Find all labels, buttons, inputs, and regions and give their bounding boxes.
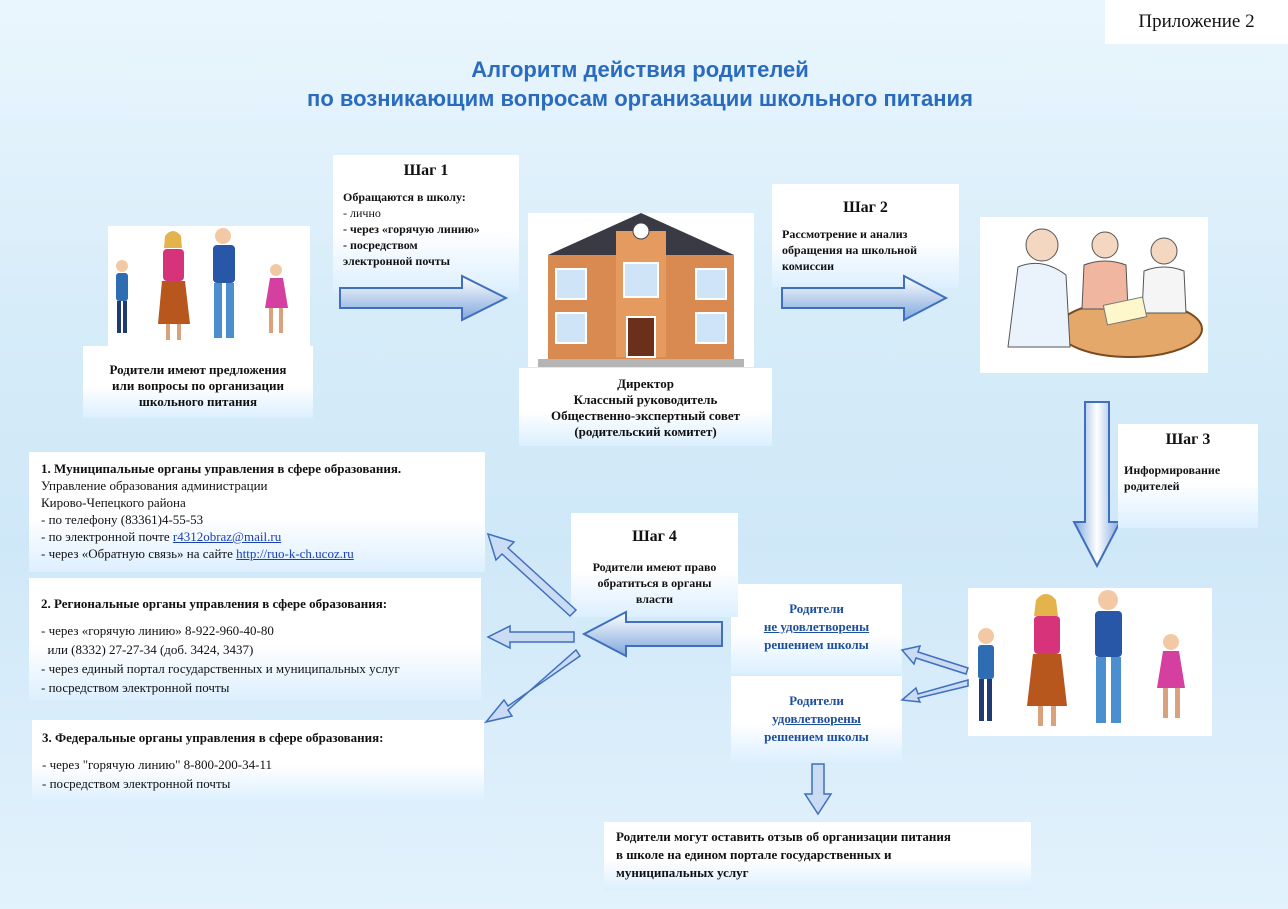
step3-line-1: Информирование — [1124, 463, 1221, 477]
regional-box: 2. Региональные органы управления в сфер… — [29, 578, 481, 700]
regional-line-4: - посредством электронной почты — [41, 680, 230, 695]
step4-line-2: обратиться в органы — [597, 576, 712, 590]
commission-meeting-illustration — [980, 217, 1208, 373]
arrow-to-feedback — [803, 763, 833, 816]
step2-line-1: Рассмотрение и анализ — [782, 227, 908, 241]
regional-heading: 2. Региональные органы управления в сфер… — [41, 596, 388, 611]
school-line-3: Общественно-экспертный совет — [550, 408, 741, 423]
page-title: Алгоритм действия родителей по возникающ… — [150, 55, 1130, 113]
school-building-illustration — [528, 213, 754, 367]
municipal-line-1: Управление образования администрации — [41, 478, 268, 493]
feedback-line-1: Родители могут оставить отзыв об организ… — [616, 829, 951, 844]
step3-line-2: родителей — [1124, 479, 1180, 493]
arrow-to-not-satisfied — [900, 644, 969, 675]
school-staff-box: Директор Классный руководитель Обществен… — [519, 368, 772, 446]
arrow-to-municipal — [486, 532, 578, 618]
family-illustration-2 — [968, 588, 1212, 736]
step3-title: Шаг 3 — [1165, 431, 1211, 448]
appendix-label: Приложение 2 — [1105, 0, 1288, 44]
arrow-to-regional — [486, 624, 575, 650]
step1-line-1: Обращаются в школу: — [343, 190, 466, 204]
municipal-heading: 1. Муниципальные органы управления в сфе… — [41, 461, 402, 476]
not-satisfied-line-2: не удовлетворены — [763, 619, 870, 634]
satisfied-line-2: удовлетворены — [772, 711, 861, 726]
municipal-site-prefix: - через «Обратную связь» на сайте — [41, 546, 237, 561]
federal-line-1: - через "горячую линию" 8-800-200-34-11 — [42, 757, 272, 772]
parents-line-3: школьного питания — [138, 394, 258, 409]
parents-line-1: Родители имеют предложения — [109, 362, 287, 377]
federal-line-2: - посредством электронной почты — [42, 776, 231, 791]
title-line-1: Алгоритм действия родителей — [471, 57, 809, 82]
step2-line-3: комиссии — [782, 259, 835, 273]
step2-title: Шаг 2 — [843, 199, 888, 216]
satisfied-box: Родители удовлетворены решением школы — [731, 676, 902, 762]
arrow-down-step3 — [1072, 401, 1122, 569]
step1-line-3: - через «горячую линию» — [343, 222, 480, 236]
family-illustration — [108, 226, 310, 346]
school-line-2: Классный руководитель — [573, 392, 718, 407]
feedback-box: Родители могут оставить отзыв об организ… — [604, 822, 1031, 890]
step4-line-3: власти — [635, 592, 674, 606]
step2-box: Шаг 2 Рассмотрение и анализ обращения на… — [772, 184, 959, 288]
municipal-box: 1. Муниципальные органы управления в сфе… — [29, 452, 485, 572]
regional-line-1: - через «горячую линию» 8-922-960-40-80 — [41, 623, 274, 638]
satisfied-line-1: Родители — [789, 693, 844, 708]
step4-title: Шаг 4 — [632, 528, 677, 545]
municipal-line-2: Кирово-Чепецкого района — [41, 495, 186, 510]
parents-box: Родители имеют предложения или вопросы п… — [83, 346, 313, 418]
satisfied-line-3: решением школы — [764, 729, 869, 744]
step4-line-1: Родители имеют право — [592, 560, 717, 574]
municipal-site-link[interactable]: http://ruo-k-ch.ucoz.ru — [236, 546, 354, 561]
school-line-4: (родительский комитет) — [574, 424, 717, 439]
step1-line-5: электронной почты — [343, 254, 451, 268]
arrow-to-school — [339, 274, 509, 322]
step2-line-2: обращения на школьной — [782, 243, 917, 257]
not-satisfied-box: Родители не удовлетворены решением школы — [731, 584, 902, 674]
arrow-step4-left — [581, 610, 723, 658]
regional-line-2: или (8332) 27-27-34 (доб. 3424, 3437) — [41, 642, 254, 657]
federal-heading: 3. Федеральные органы управления в сфере… — [42, 730, 384, 745]
step1-line-4: - посредством — [343, 238, 418, 252]
not-satisfied-line-1: Родители — [789, 601, 844, 616]
step1-line-2: - лично — [343, 206, 381, 220]
step4-box: Шаг 4 Родители имеют право обратиться в … — [571, 513, 738, 617]
regional-line-3: - через единый портал государственных и … — [41, 661, 400, 676]
feedback-line-3: муниципальных услуг — [616, 865, 749, 880]
municipal-line-4: - по электронной почте r4312obraz@mail.r… — [41, 528, 473, 545]
step3-box: Шаг 3 Информирование родителей — [1118, 424, 1258, 528]
step1-box: Шаг 1 Обращаются в школу: - лично - чере… — [333, 155, 519, 293]
municipal-line-3: - по телефону (83361)4-55-53 — [41, 512, 204, 527]
municipal-line-5: - через «Обратную связь» на сайте http:/… — [41, 545, 473, 562]
school-line-1: Директор — [617, 376, 674, 391]
arrow-to-commission — [781, 274, 949, 322]
municipal-email-link[interactable]: r4312obraz@mail.ru — [172, 529, 282, 544]
title-line-2: по возникающим вопросам организации школ… — [307, 86, 973, 111]
step1-title: Шаг 1 — [403, 162, 449, 179]
not-satisfied-line-3: решением школы — [764, 637, 869, 652]
arrow-to-satisfied — [900, 679, 969, 703]
municipal-email-prefix: - по электронной почте — [41, 529, 173, 544]
parents-line-2: или вопросы по организации — [112, 378, 284, 393]
feedback-line-2: в школе на едином портале государственны… — [616, 847, 892, 862]
arrow-to-federal — [484, 648, 582, 724]
federal-box: 3. Федеральные органы управления в сфере… — [32, 720, 484, 802]
